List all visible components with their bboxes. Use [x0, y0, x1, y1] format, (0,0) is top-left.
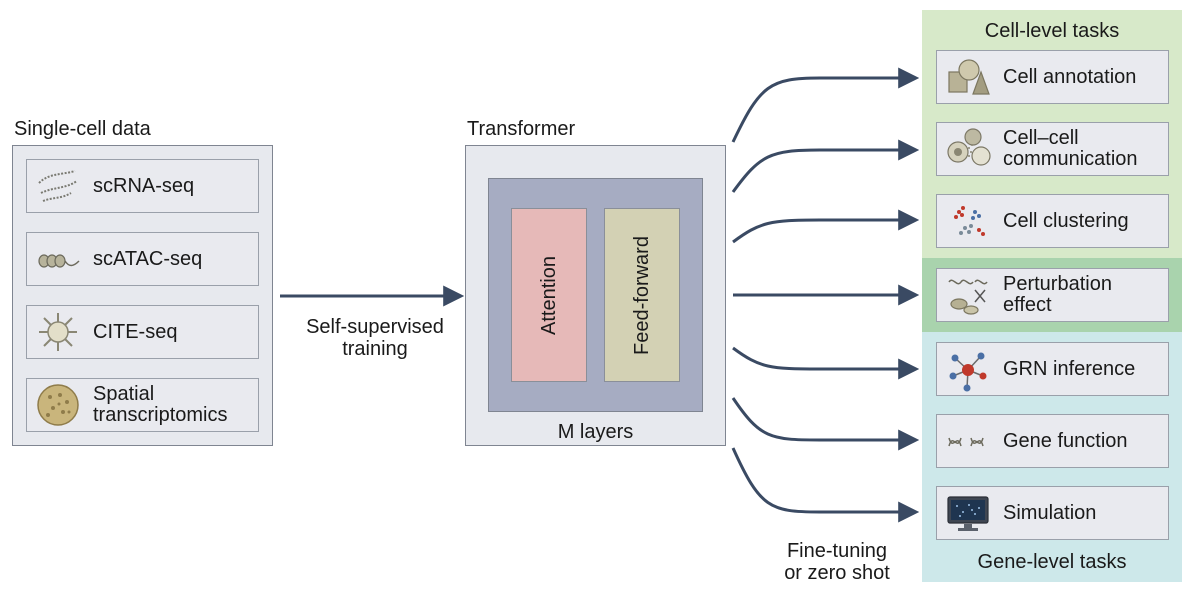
input-card-scrna: scRNA-seq	[26, 159, 259, 213]
task-card-grn: GRN inference	[936, 342, 1169, 396]
training-label: Self-supervised training	[306, 316, 444, 360]
input-label-cite: CITE-seq	[93, 320, 178, 343]
input-title: Single-cell data	[14, 118, 151, 140]
feedforward-label: Feed-forward	[630, 235, 653, 355]
chromatin-icon	[38, 254, 80, 268]
arrow-cell-communication	[731, 139, 920, 193]
task-label-cell-annotation: Cell annotation	[1003, 65, 1137, 88]
task-card-simulation: Simulation	[936, 486, 1169, 540]
monitor-icon	[947, 496, 989, 531]
attention-label: Attention	[537, 255, 560, 335]
task-label-cell-clustering: Cell clustering	[1003, 209, 1129, 232]
input-label-scrna: scRNA-seq	[93, 174, 195, 197]
arrow-gene-function	[731, 397, 920, 451]
antibody-cell-icon	[39, 313, 77, 351]
arrow-simulation	[731, 447, 920, 523]
network-icon	[949, 352, 987, 392]
scissors-dna-icon	[948, 279, 988, 315]
task-label-gene-function: Gene function	[1003, 429, 1128, 452]
input-card-cite: CITE-seq	[26, 305, 259, 359]
feedforward-block: Feed-forward	[604, 208, 680, 382]
task-card-cell-clustering: Cell clustering	[936, 194, 1169, 248]
task-label-simulation: Simulation	[1003, 501, 1097, 524]
task-label-cell-communication: Cell–cell communication	[1003, 127, 1138, 170]
finetune-label: Fine-tuning or zero shot	[784, 540, 890, 584]
task-card-cell-communication: Cell–cell communication	[936, 122, 1169, 176]
input-label-spatial: Spatial transcriptomics	[93, 383, 228, 426]
task-card-cell-annotation: Cell annotation	[936, 50, 1169, 104]
task-label-perturbation: Perturbation effect	[1003, 273, 1112, 316]
input-label-scatac: scATAC-seq	[93, 247, 203, 270]
task-label-grn: GRN inference	[1003, 357, 1136, 380]
cell-level-header: Cell-level tasks	[984, 20, 1120, 42]
arrow-cell-clustering	[732, 209, 920, 244]
cell-communication-icon	[947, 128, 991, 166]
arrow-cell-annotation	[731, 67, 920, 143]
input-card-spatial: Spatial transcriptomics	[26, 378, 259, 432]
rna-strands-icon	[38, 170, 78, 202]
task-card-perturbation: Perturbation effect	[936, 268, 1169, 322]
task-card-gene-function: Gene function	[936, 414, 1169, 468]
attention-block: Attention	[511, 208, 587, 382]
arrow-grn	[732, 346, 920, 380]
dna-icon	[948, 437, 984, 447]
cluster-icon	[954, 206, 985, 236]
input-card-scatac: scATAC-seq	[26, 232, 259, 286]
gene-level-header: Gene-level tasks	[977, 551, 1127, 573]
tissue-section-icon	[37, 384, 79, 426]
shapes-icon	[948, 59, 990, 95]
layers-label: M layers	[557, 421, 634, 443]
transformer-title: Transformer	[467, 118, 576, 140]
